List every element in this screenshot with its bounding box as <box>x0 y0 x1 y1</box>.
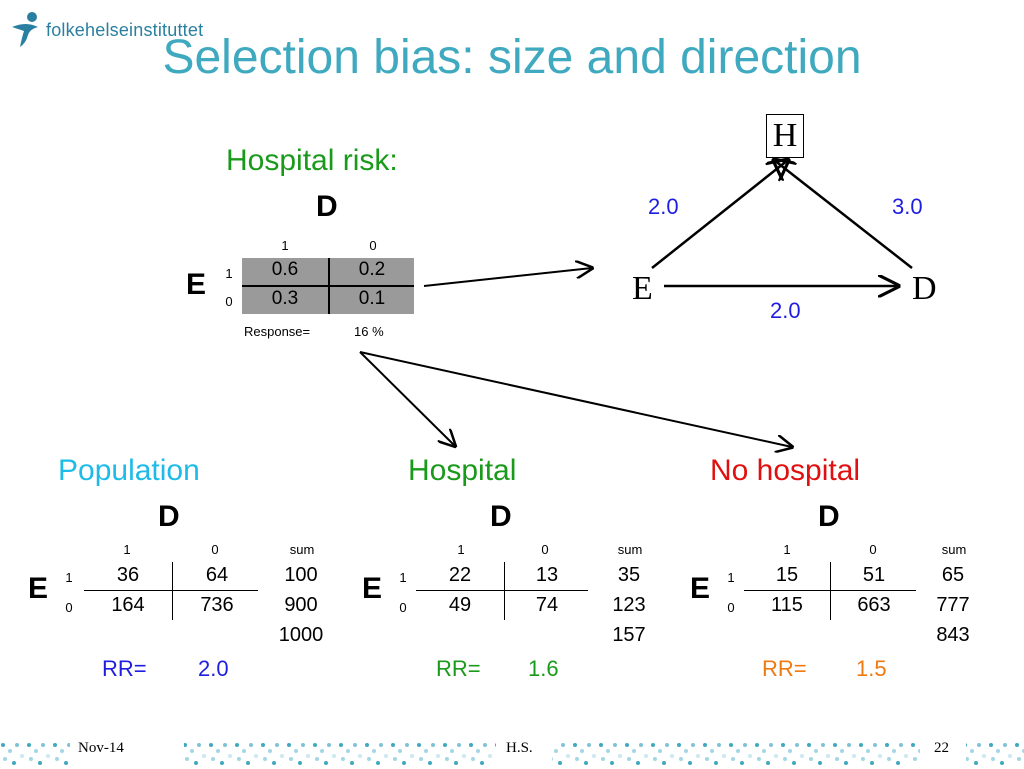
hospital-risk-col-header: 1 <box>281 238 289 253</box>
hospital-col-header: 1 <box>457 542 465 557</box>
hospital-risk-e-label: E <box>186 268 207 301</box>
response-label: Response= <box>244 324 311 339</box>
hospital-row-label: 0 <box>399 600 407 615</box>
no-hospital-rr-label: RR= <box>762 656 807 681</box>
no-hospital-cell: 777 <box>936 594 970 616</box>
hospital-grid-vline <box>504 562 505 620</box>
population-total: 1000 <box>278 624 324 646</box>
no-hospital-total: 843 <box>936 624 970 646</box>
hospital-heading: Hospital <box>408 454 517 487</box>
hospital-cell: 49 <box>448 594 472 616</box>
population-col-header: sum <box>289 542 315 557</box>
population-cell: 36 <box>116 564 140 586</box>
response-value: 16 % <box>354 324 384 339</box>
no-hospital-d-label: D <box>818 500 840 533</box>
footer-dot-pattern <box>0 739 1024 769</box>
hospital-rr-label: RR= <box>436 656 481 681</box>
hospital-row-label: 1 <box>399 570 407 585</box>
population-col-header: 1 <box>123 542 131 557</box>
hospital-cell: 74 <box>535 594 559 616</box>
population-cell: 100 <box>284 564 318 586</box>
no-hospital-cell: 65 <box>941 564 965 586</box>
no-hospital-e-label: E <box>690 572 711 605</box>
dag-edge-d-h-weight: 3.0 <box>892 194 923 219</box>
population-cell: 736 <box>200 594 234 616</box>
no-hospital-cell: 15 <box>775 564 799 586</box>
no-hospital-cell: 115 <box>771 594 803 616</box>
dag-edge-e-h-weight: 2.0 <box>648 194 679 219</box>
no-hospital-col-header: sum <box>941 542 967 557</box>
dag-edge-e-d-weight: 2.0 <box>770 298 801 323</box>
population-grid-vline <box>172 562 173 620</box>
hospital-risk-col-header: 0 <box>369 238 377 253</box>
population-cell: 900 <box>284 594 318 616</box>
hospital-risk-d-label: D <box>316 190 338 223</box>
institute-logo: folkehelseinstituttet <box>8 10 203 50</box>
population-heading: Population <box>58 454 200 487</box>
no-hospital-row-label: 0 <box>727 600 735 615</box>
population-rr-value: 2.0 <box>198 656 229 681</box>
hospital-risk-grid: 0.6 0.2 0.3 0.1 <box>242 258 414 314</box>
no-hospital-row-label: 1 <box>727 570 735 585</box>
dag-d-to-h-arrow <box>774 160 913 269</box>
population-cell: 64 <box>205 564 229 586</box>
hospital-total: 157 <box>612 624 646 646</box>
dag-node-h: H <box>766 114 804 158</box>
dag-node-e: E <box>632 270 653 307</box>
population-d-label: D <box>158 500 180 533</box>
hospital-e-label: E <box>362 572 383 605</box>
population-col-header: 0 <box>211 542 219 557</box>
dag-node-d: D <box>912 270 937 307</box>
slide-title: Selection bias: size and direction <box>162 31 862 84</box>
hospital-d-label: D <box>490 500 512 533</box>
no-hospital-heading: No hospital <box>710 454 861 487</box>
dag-e-to-h-arrow <box>651 160 788 269</box>
population-cell: 164 <box>111 594 145 616</box>
hospital-col-header: 0 <box>541 542 549 557</box>
hospital-cell: 13 <box>535 564 559 586</box>
hospital-cell: 22 <box>448 564 472 586</box>
no-hospital-cell: 663 <box>857 594 891 616</box>
hospital-risk-row-label: 0 <box>225 294 233 309</box>
population-e-label: E <box>28 572 49 605</box>
risk-cell: 0.2 <box>358 259 386 280</box>
hospital-grid-hline <box>416 590 588 591</box>
hospital-risk-row-label: 1 <box>225 266 233 281</box>
population-grid-hline <box>84 590 258 591</box>
footer-author: H.S. <box>506 740 533 756</box>
logo-figure-icon <box>12 12 38 47</box>
footer-page-number: 22 <box>934 740 949 756</box>
population-rr-label: RR= <box>102 656 147 681</box>
risk-cell: 0.1 <box>358 288 386 309</box>
no-hospital-rr-value: 1.5 <box>856 656 887 681</box>
hospital-col-header: sum <box>617 542 643 557</box>
hospital-rr-value: 1.6 <box>528 656 559 681</box>
hospital-cell: 123 <box>612 594 646 616</box>
risk-cell: 0.6 <box>271 259 299 280</box>
population-row-label: 0 <box>65 600 73 615</box>
grid-hline <box>242 285 414 287</box>
no-hospital-grid-vline <box>830 562 831 620</box>
risk-to-no-hospital-arrow <box>359 351 792 447</box>
risk-cell: 0.3 <box>271 288 299 309</box>
hospital-risk-heading: Hospital risk: <box>226 144 398 177</box>
no-hospital-col-header: 1 <box>783 542 791 557</box>
footer-date: Nov-14 <box>78 740 124 756</box>
risk-to-hospital-arrow <box>359 351 455 446</box>
no-hospital-col-header: 0 <box>869 542 877 557</box>
risk-to-dag-arrow <box>423 268 592 287</box>
population-row-label: 1 <box>65 570 73 585</box>
hospital-cell: 35 <box>617 564 641 586</box>
no-hospital-cell: 51 <box>862 564 886 586</box>
logo-text: folkehelseinstituttet <box>46 19 204 40</box>
